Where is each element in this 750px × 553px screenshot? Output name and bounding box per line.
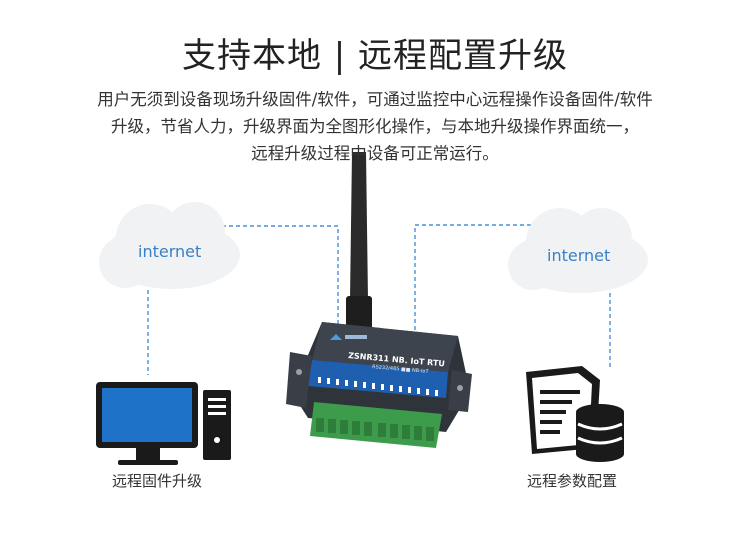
description-line: 升级，节省人力，升级界面为全图形化操作，与本地升级操作界面统一， (111, 117, 639, 136)
left-cloud-label: internet (138, 242, 202, 261)
left-caption: 远程固件升级 (112, 472, 203, 490)
page-title: 支持本地 | 远程配置升级 (181, 36, 569, 76)
right-cloud (508, 208, 648, 293)
description-line: 远程升级过程中设备可正常运行。 (251, 144, 499, 163)
description-line: 用户无须到设备现场升级固件/软件，可通过监控中心远程操作设备固件/软件 (97, 90, 653, 109)
database-document-icon (526, 366, 624, 462)
connection-lines (147, 224, 611, 375)
computer-icon (96, 382, 231, 465)
right-cloud-label: internet (547, 246, 611, 265)
right-caption: 远程参数配置 (527, 472, 618, 490)
device-sub-label: RS232/485 ■■ NB-IoT (372, 364, 430, 375)
left-cloud (99, 202, 240, 289)
description: 用户无须到设备现场升级固件/软件，可通过监控中心远程操作设备固件/软件 升级，节… (20, 86, 730, 167)
rtu-device (286, 322, 472, 448)
antenna (346, 152, 372, 330)
